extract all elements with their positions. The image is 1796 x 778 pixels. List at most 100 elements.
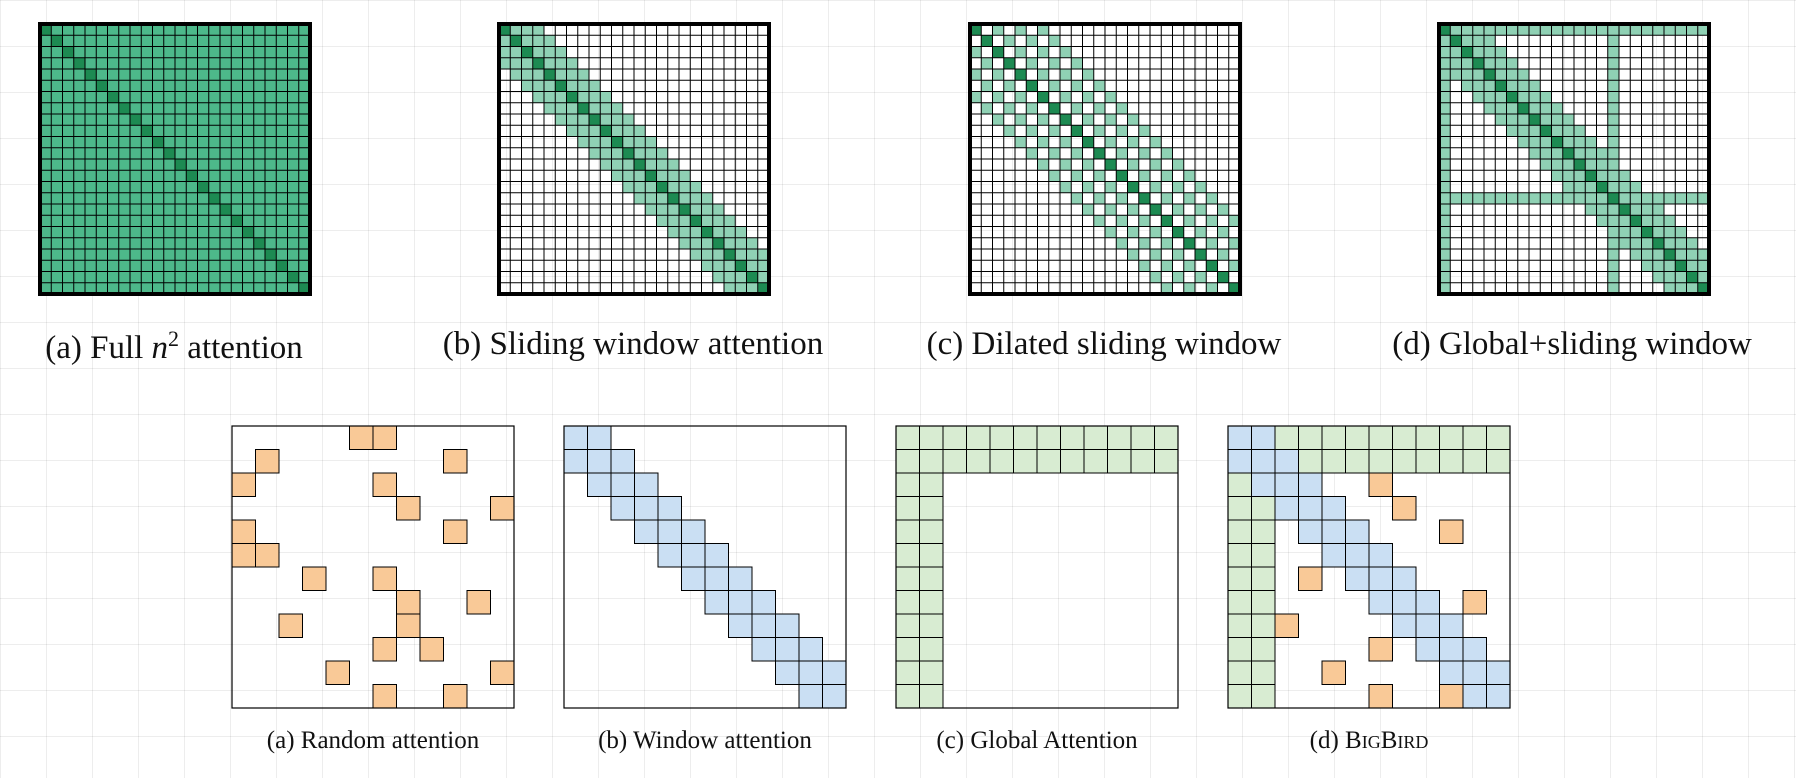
attention-cell [242,35,254,47]
attention-cell [1529,125,1541,137]
global-cell [895,590,920,615]
attention-cell [231,24,243,36]
attention-cell [757,260,769,272]
attention-cell [220,226,232,238]
attention-cell [701,260,713,272]
attention-cell [130,136,142,148]
attention-cell [1484,91,1496,103]
attention-cell [1439,147,1451,159]
attention-cell [197,249,209,261]
attention-cell [1495,24,1507,36]
attention-cell [130,35,142,47]
attention-cell [1574,170,1586,182]
attention-cell [62,91,74,103]
attention-cell [220,159,232,171]
global-cell [1227,660,1252,685]
global-cell [1392,425,1417,450]
attention-cell [163,35,175,47]
window-cell [798,684,823,709]
attention-cell [1529,24,1541,36]
global-cell [1298,449,1323,474]
attention-cell [1607,24,1619,36]
attention-cell [287,159,299,171]
attention-cell [85,125,97,137]
attention-cell [96,114,108,126]
attention-cell [645,204,657,216]
attention-cell [1026,35,1038,47]
attention-cell [152,114,164,126]
attention-cell [1551,102,1563,114]
attention-cell [253,125,265,137]
attention-cell [1652,260,1664,272]
window-cell [1251,425,1276,450]
attention-cell [645,170,657,182]
attention-cell [231,91,243,103]
attention-cell [197,136,209,148]
window-cell [1415,590,1440,615]
global-cell [1415,425,1440,450]
attention-cell [152,249,164,261]
attention-cell [1071,125,1083,137]
attention-cell [130,147,142,159]
attention-cell [141,69,153,81]
attention-cell [1495,102,1507,114]
attention-cell [141,136,153,148]
attention-cell [107,102,119,114]
random-cell [231,472,256,497]
attention-cell [231,192,243,204]
attention-cell [152,125,164,137]
attention-cell [118,192,130,204]
attention-cell [175,271,187,283]
attention-cell [152,282,164,294]
window-cell [1462,684,1487,709]
random-cell [372,684,397,709]
attention-cell [51,192,63,204]
attention-cell [130,237,142,249]
attention-cell [276,57,288,69]
global-cell [942,449,967,474]
attention-cell [1161,147,1173,159]
global-cell [1439,449,1464,474]
attention-cell [1138,237,1150,249]
attention-cell [152,69,164,81]
attention-cell [152,24,164,36]
attention-cell [51,57,63,69]
attention-cell [746,282,758,294]
window-cell [798,660,823,685]
attention-cell [62,57,74,69]
attention-cell [220,181,232,193]
attention-cell [40,271,52,283]
global-cell [1154,425,1179,450]
attention-cell [40,204,52,216]
attention-cell [1484,57,1496,69]
attention-cell [118,69,130,81]
attention-cell [1195,226,1207,238]
global-cell [1227,496,1252,521]
attention-cell [1439,159,1451,171]
attention-cell [73,260,85,272]
attention-cell [220,91,232,103]
attention-cell [544,102,556,114]
attention-cell [287,215,299,227]
window-cell [1439,660,1464,685]
window-cell [704,566,729,591]
window-cell [1439,613,1464,638]
attention-cell [186,57,198,69]
attention-cell [175,80,187,92]
attention-cell [265,57,277,69]
attention-cell [242,237,254,249]
attention-cell [186,80,198,92]
attention-cell [1439,24,1451,36]
attention-cell [40,46,52,58]
attention-cell [1630,192,1642,204]
attention-cell [757,249,769,261]
attention-cell [298,46,310,58]
attention-cell [208,80,220,92]
attention-cell [276,102,288,114]
attention-cell [287,46,299,58]
attention-cell [298,192,310,204]
attention-cell [163,125,175,137]
global-cell [1392,449,1417,474]
attention-cell [85,69,97,81]
attention-cell [1461,24,1473,36]
